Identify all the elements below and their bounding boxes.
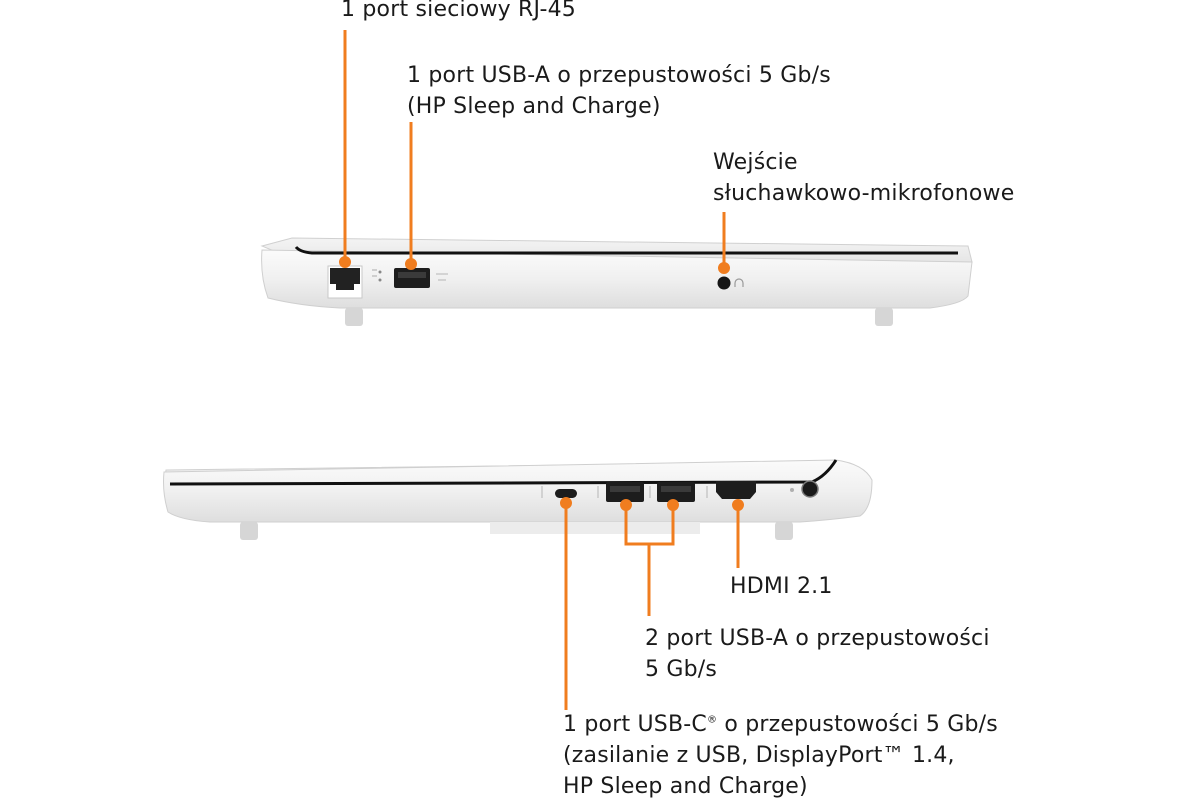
usba-right-leader: [624, 505, 675, 616]
callout-rj45: 1 port sieciowy RJ-45: [341, 0, 576, 25]
callout-leaders: [339, 30, 744, 710]
usb-a-port-right-1: [606, 482, 644, 502]
rj45-port: [327, 265, 363, 299]
callout-usb-c: 1 port USB-C® o przepustowości 5 Gb/s (z…: [563, 709, 998, 802]
power-button: [801, 480, 819, 498]
right-foot-back: [775, 522, 793, 540]
right-body: [163, 459, 873, 523]
usb-c-port: [555, 489, 577, 498]
hdmi-port: [716, 481, 756, 499]
callout-hdmi: HDMI 2.1: [730, 571, 833, 602]
registered-mark: ®: [706, 714, 718, 726]
callout-hdmi-line: HDMI 2.1: [730, 574, 833, 599]
callout-usb-a-right-line-1: 2 port USB-A o przepustowości: [645, 626, 990, 651]
callout-usb-c-line-3: HP Sleep and Charge): [563, 774, 808, 799]
callout-usb-a-left: 1 port USB-A o przepustowości 5 Gb/s (HP…: [407, 60, 831, 122]
headset-icon: [734, 278, 744, 287]
callout-rj45-line: 1 port sieciowy RJ-45: [341, 0, 576, 22]
callout-usb-a-left-line-1: 1 port USB-A o przepustowości 5 Gb/s: [407, 63, 831, 88]
callout-audio: Wejście słuchawkowo-mikrofonowe: [713, 147, 1014, 209]
callout-audio-line-1: Wejście: [713, 150, 798, 175]
callout-usb-c-line-1b: o przepustowości 5 Gb/s: [717, 712, 998, 737]
lan-indicator-icons: [372, 269, 382, 282]
left-body: [261, 249, 973, 309]
left-foot-back: [875, 308, 893, 326]
laptop-left-side: [260, 237, 973, 326]
power-led: [790, 488, 794, 492]
callout-usb-a-right-line-2: 5 Gb/s: [645, 657, 718, 682]
usb-a-port-right-2: [657, 482, 695, 502]
usb-a-port-left: [394, 268, 430, 288]
callout-usb-c-line-2: (zasilanie z USB, DisplayPort™ 1.4,: [563, 743, 955, 768]
callout-audio-line-2: słuchawkowo-mikrofonowe: [713, 181, 1015, 206]
usb-symbol-icon: [436, 273, 448, 281]
left-seam-line: [294, 245, 958, 255]
callout-usb-c-line-1: 1 port USB-C® o przepustowości 5 Gb/s: [563, 709, 998, 740]
right-under-strip: [490, 522, 700, 534]
audio-jack: [717, 276, 731, 290]
callout-usb-a-right: 2 port USB-A o przepustowości 5 Gb/s: [645, 623, 990, 685]
callout-usb-c-line-1a: 1 port USB-C: [563, 712, 707, 737]
right-foot-front: [240, 522, 258, 540]
laptop-right-side: [163, 459, 873, 540]
callout-usb-a-left-line-2: (HP Sleep and Charge): [407, 94, 661, 119]
left-foot-front: [345, 308, 363, 326]
